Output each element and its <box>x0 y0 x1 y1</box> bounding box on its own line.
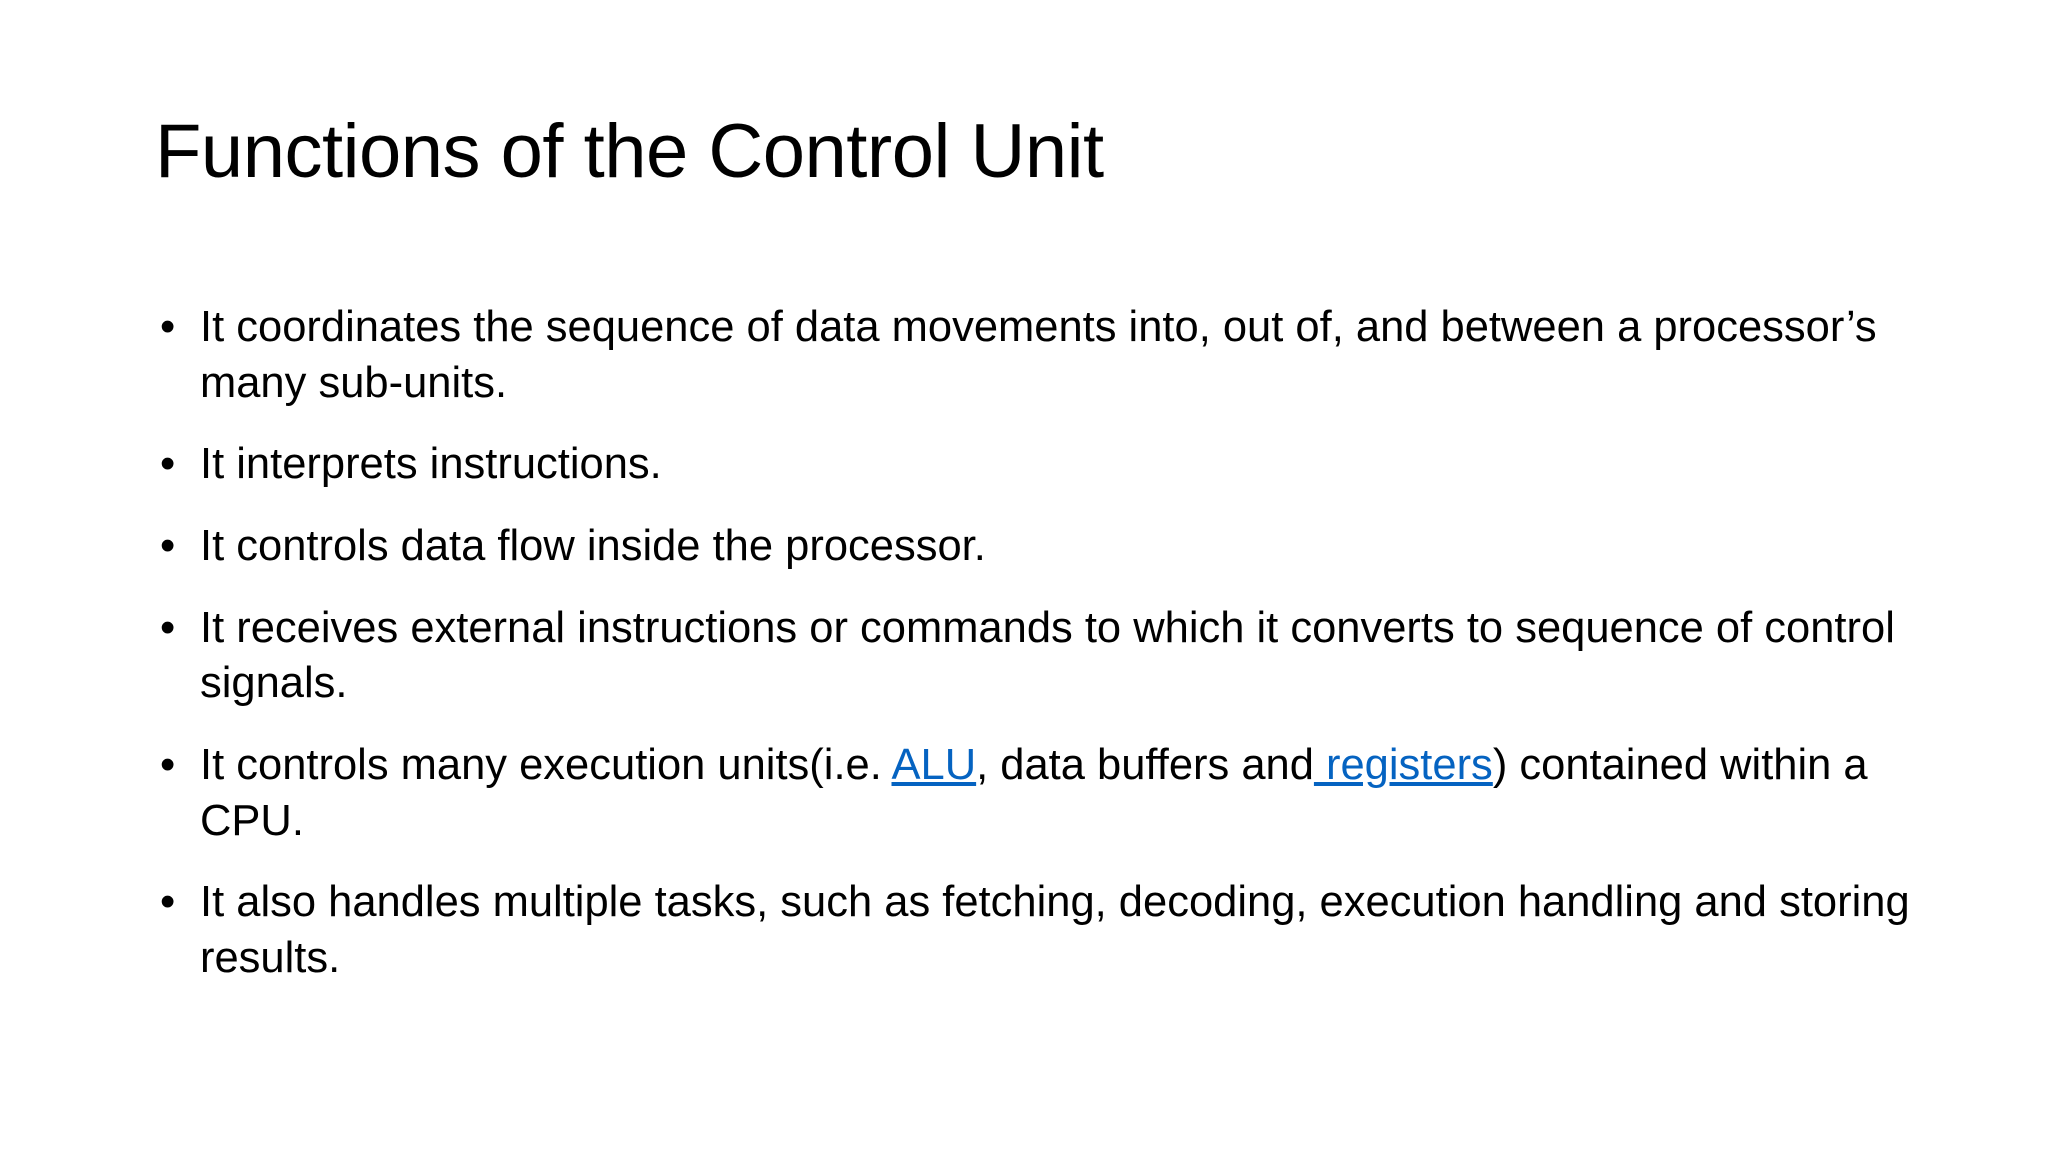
bullet-glyph-icon: • <box>160 303 176 351</box>
list-item: • It also handles multiple tasks, such a… <box>152 875 1912 986</box>
page-title: Functions of the Control Unit <box>155 108 1104 194</box>
bullet-glyph-icon: • <box>160 878 176 927</box>
list-item-text: It receives external instructions or com… <box>200 603 1895 708</box>
list-item-text-part: It controls many execution units(i.e. <box>200 741 892 790</box>
link-alu[interactable]: ALU <box>891 741 977 790</box>
list-item-text-part: , data buffers and <box>976 741 1314 790</box>
list-item: • It interprets instructions. <box>152 437 1912 493</box>
list-item-text-part: ) contained within a CPU. <box>200 741 1868 845</box>
list-item-text: It coordinates the sequence of data move… <box>200 303 1877 407</box>
bullet-list: • It coordinates the sequence of data mo… <box>152 300 1912 987</box>
list-item: • It receives external instructions or c… <box>152 601 1912 712</box>
list-item: • It controls data flow inside the proce… <box>152 519 1912 575</box>
bullet-glyph-icon: • <box>160 741 176 790</box>
list-item-text: It also handles multiple tasks, such as … <box>200 878 1910 983</box>
bullet-glyph-icon: • <box>160 603 176 652</box>
bullet-glyph-icon: • <box>160 522 176 571</box>
list-item-text: It controls many execution units(i.e. AL… <box>200 738 1912 849</box>
bullet-glyph-icon: • <box>160 440 176 489</box>
list-item-text: It controls data flow inside the process… <box>200 522 986 571</box>
list-item: • It coordinates the sequence of data mo… <box>152 300 1912 411</box>
link-registers[interactable]: registers <box>1313 741 1493 790</box>
list-item: • It controls many execution units(i.e. … <box>152 738 1912 849</box>
list-item-text: It interprets instructions. <box>200 440 662 489</box>
